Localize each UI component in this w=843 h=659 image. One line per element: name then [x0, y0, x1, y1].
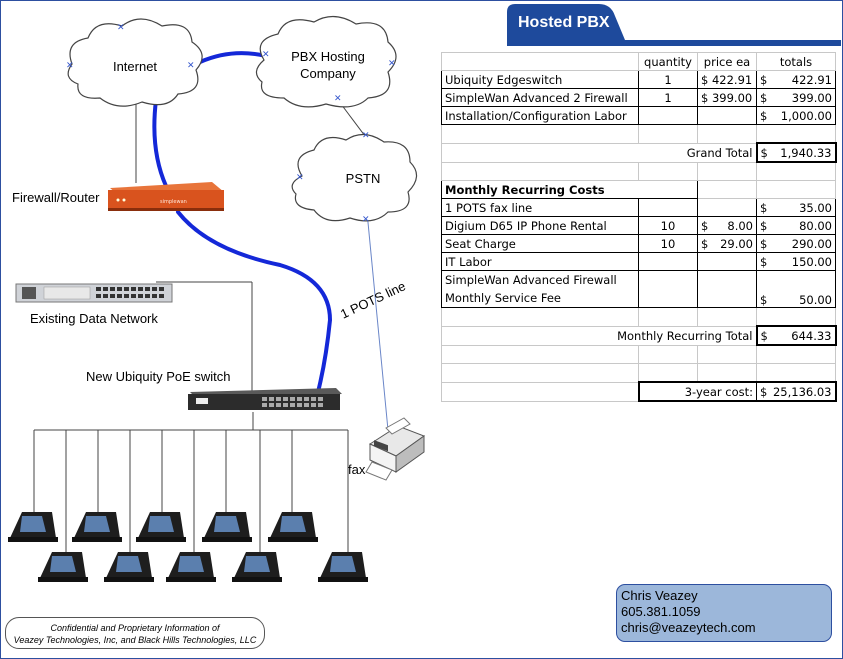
firewall-switch-link [176, 210, 333, 394]
table-row: Installation/Configuration Labor $1,000.… [441, 106, 836, 125]
grand-total-label: Grand Total [441, 142, 757, 163]
ip-phone-icon [136, 512, 186, 542]
confidential-note: Confidential and Proprietary Information… [5, 617, 265, 649]
cost-table: quantity price ea totals Ubiquity Edgesw… [441, 52, 837, 402]
pbx-hosting-cloud [255, 15, 397, 108]
three-year-row: 3-year cost: $25,136.03 [441, 381, 837, 402]
grand-total-row: Grand Total $1,940.33 [441, 142, 837, 163]
fax-machine-icon [365, 417, 426, 481]
existing-network-label: Existing Data Network [30, 311, 158, 326]
svg-text:✕: ✕ [362, 215, 370, 225]
svg-text:✕: ✕ [262, 50, 270, 60]
title-tab [507, 4, 841, 46]
pstn-label: PSTN [345, 171, 381, 186]
svg-text:✕: ✕ [362, 131, 370, 141]
ip-phone-icon [38, 552, 88, 582]
pbx-hosting-label-line1: PBX Hosting [291, 49, 365, 64]
header-quantity: quantity [638, 52, 698, 71]
contact-email: chris@veazeytech.com [621, 620, 756, 635]
monthly-total-value: 644.33 [791, 328, 832, 343]
ip-phone-icon [8, 512, 58, 542]
table-row: Seat Charge 10 $29.00 $290.00 [441, 234, 836, 253]
pbx-hosting-label-line2: Company [300, 66, 356, 81]
page-title: Hosted PBX [518, 14, 610, 31]
svg-text:✕: ✕ [388, 59, 396, 69]
ip-phone-icon [166, 552, 216, 582]
internet-firewall-link [152, 98, 168, 188]
monthly-header: Monthly Recurring Costs [441, 180, 698, 199]
firewall-router-icon: simplewan [108, 182, 224, 211]
contact-phone: 605.381.1059 [621, 604, 701, 619]
table-row: SimpleWan Advanced Firewall Monthly Serv… [441, 270, 836, 308]
internet-pbx-link [198, 51, 268, 64]
ip-phone-icon [232, 552, 282, 582]
svg-text:✕: ✕ [296, 173, 304, 183]
existing-switch-ports [96, 287, 164, 298]
internet-cloud [67, 18, 203, 107]
ip-phone-icon [202, 512, 252, 542]
svg-text:✕: ✕ [187, 61, 195, 71]
ip-phone-icon [318, 552, 368, 582]
table-row: 1 POTS fax line $35.00 [441, 198, 836, 217]
pbx-hosting-label: PBX Hosting Company [280, 48, 376, 82]
table-row: IT Labor $150.00 [441, 252, 836, 271]
grand-total-value: 1,940.33 [780, 145, 832, 160]
pstn-cloud [291, 133, 418, 222]
monthly-total-label: Monthly Recurring Total [441, 325, 757, 346]
ip-phone-icon [104, 552, 154, 582]
svg-text:✕: ✕ [66, 61, 74, 71]
ip-phone-icon [72, 512, 122, 542]
header-totals: totals [756, 52, 836, 71]
contact-box: Chris Veazey 605.381.1059 chris@veazeyte… [616, 584, 832, 642]
svg-text:✕: ✕ [117, 23, 125, 33]
monthly-total-row: Monthly Recurring Total $644.33 [441, 325, 837, 346]
firewall-router-label: Firewall/Router [12, 190, 100, 205]
poe-switch-ports [262, 397, 323, 407]
monthly-header-row: Monthly Recurring Costs [441, 180, 836, 199]
internet-label: Internet [112, 59, 158, 74]
table-row: Digium D65 IP Phone Rental 10 $8.00 $80.… [441, 216, 836, 235]
svg-text:simplewan: simplewan [160, 199, 187, 205]
existing-switch-icon [15, 283, 173, 303]
three-year-value: 25,136.03 [772, 384, 832, 399]
poe-switch-label: New Ubiquity PoE switch [86, 369, 231, 384]
ip-phone-icon [268, 512, 318, 542]
table-header-row: quantity price ea totals [441, 52, 836, 71]
three-year-label: 3-year cost: [637, 381, 757, 402]
header-price: price ea [697, 52, 757, 71]
svg-text:✕: ✕ [334, 94, 342, 104]
contact-name: Chris Veazey [621, 588, 698, 603]
table-row: Ubiquity Edgeswitch 1 $ 422.91 $422.91 [441, 70, 836, 89]
fax-label: fax [348, 462, 366, 477]
pots-line [366, 211, 389, 431]
table-row: SimpleWan Advanced 2 Firewall 1 $ 399.00… [441, 88, 836, 107]
